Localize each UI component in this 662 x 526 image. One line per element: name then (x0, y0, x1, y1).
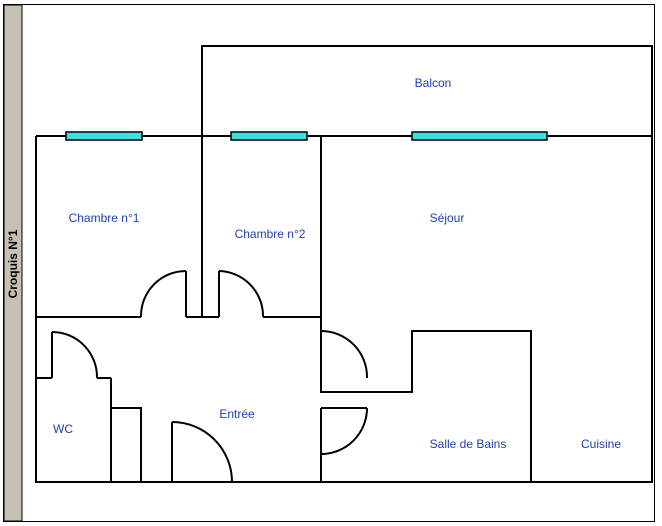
closet (111, 407, 142, 482)
label-sejour: Séjour (430, 211, 465, 225)
wc-door (51, 331, 99, 379)
label-chambre1: Chambre n°1 (69, 211, 140, 225)
sheet-frame (3, 4, 655, 522)
sidebar-title: Croquis N°1 (6, 229, 20, 298)
window-chambre2 (230, 131, 308, 141)
label-balcon: Balcon (415, 76, 452, 90)
door-salle-de-bains (320, 407, 368, 455)
window-sejour (411, 131, 548, 141)
door-chambre1 (139, 270, 187, 318)
balcony-wall (201, 45, 653, 136)
label-entree: Entrée (219, 407, 255, 421)
wall-sejour-bath (320, 330, 532, 482)
entry-door (171, 421, 233, 483)
door-sejour (320, 330, 369, 379)
label-wc: WC (53, 422, 73, 436)
exterior-wall (35, 135, 653, 483)
label-salle-de-bains: Salle de Bains (430, 437, 507, 451)
sidebar-strip (3, 4, 23, 522)
label-cuisine: Cuisine (581, 437, 621, 451)
window-chambre1 (65, 131, 143, 141)
label-chambre2: Chambre n°2 (235, 227, 306, 241)
door-chambre2 (218, 270, 265, 318)
